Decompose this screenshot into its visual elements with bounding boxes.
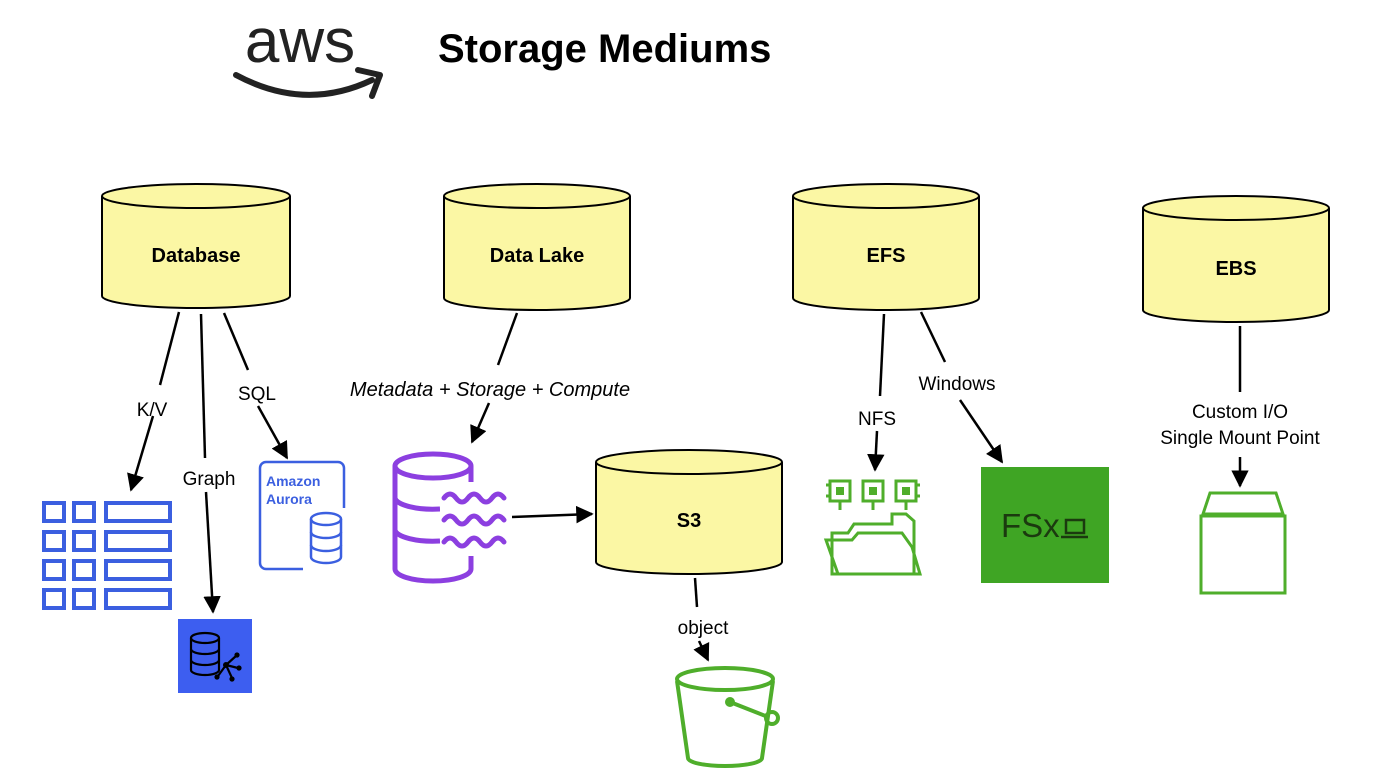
cylinder-database: Database — [101, 183, 291, 309]
aurora-label-line1: Amazon — [266, 473, 320, 489]
cylinder-data-lake: Data Lake — [443, 183, 631, 311]
edge-label-nfs: NFS — [858, 409, 896, 430]
cylinder-label-efs: EFS — [867, 245, 906, 267]
edge-nfs-upper — [878, 313, 886, 397]
cylinder-label-database: Database — [152, 245, 241, 267]
graph-database-icon — [178, 619, 252, 693]
edge-lake-to-s3 — [511, 505, 594, 524]
amazon-aurora-icon: Amazon Aurora — [258, 460, 351, 572]
cylinder-label-s3: S3 — [677, 510, 701, 532]
cylinder-ebs: EBS — [1142, 195, 1330, 323]
page-title: Storage Mediums — [438, 27, 771, 71]
aurora-label-line2: Aurora — [266, 491, 312, 507]
aws-smile-icon — [233, 72, 375, 98]
aws-smile-arrow-icon — [355, 67, 383, 99]
cylinder-efs: EFS — [792, 183, 980, 311]
key-value-table-icon — [42, 501, 172, 610]
cylinder-label-data-lake: Data Lake — [490, 245, 585, 267]
cylinder-s3: S3 — [595, 449, 783, 575]
edge-object-upper — [693, 577, 699, 608]
edge-sql-lower — [256, 405, 289, 460]
edge-datalake-lower — [470, 402, 491, 444]
aws-logo: aws — [233, 7, 383, 99]
fsx-icon-text: FSx — [1001, 507, 1060, 544]
edge-kv-upper — [158, 311, 181, 386]
edge-datalake-upper — [496, 312, 519, 366]
edge-label-sql: SQL — [238, 384, 276, 405]
fsx-icon: FSx — [981, 467, 1109, 583]
edge-graph-upper — [199, 313, 207, 459]
edge-label-kv: K/V — [137, 400, 168, 421]
efs-file-system-icon — [823, 479, 923, 576]
ebs-volume-icon — [1199, 491, 1287, 595]
data-lake-icon — [392, 451, 512, 584]
edge-kv-lower — [127, 415, 155, 492]
edge-graph-lower — [203, 491, 221, 614]
edge-sql-upper — [222, 312, 250, 371]
edge-nfs-lower — [867, 430, 885, 472]
s3-bucket-icon — [675, 666, 780, 768]
aws-logo-text: aws — [245, 7, 355, 76]
edge-label-single-mount: Single Mount Point — [1160, 428, 1320, 449]
cylinder-label-ebs: EBS — [1215, 258, 1256, 280]
edge-label-object: object — [678, 618, 729, 639]
edge-label-windows: Windows — [918, 374, 995, 395]
edge-label-metadata: Metadata + Storage + Compute — [350, 379, 630, 401]
edge-label-graph: Graph — [183, 469, 236, 490]
edge-windows-lower — [958, 399, 1004, 464]
edges — [127, 311, 1249, 662]
edge-windows-upper — [919, 311, 947, 363]
edge-object-lower — [693, 640, 710, 662]
edge-label-custom-io: Custom I/O — [1192, 402, 1288, 423]
